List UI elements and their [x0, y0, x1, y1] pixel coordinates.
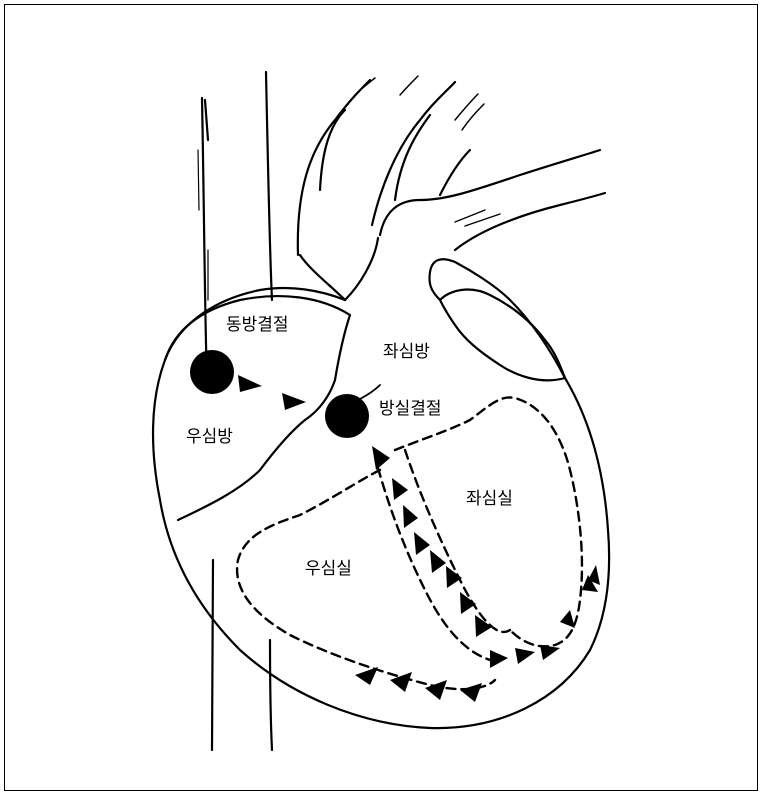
- heart-outline: [153, 259, 609, 728]
- left-atrial-appendage: [440, 290, 565, 381]
- label-av-node: 방실결절: [379, 399, 442, 419]
- av-node: [325, 394, 369, 438]
- label-right-atrium: 우심방: [186, 427, 233, 447]
- label-left-atrium: 좌심방: [383, 342, 430, 362]
- conduction-arrows: [238, 375, 600, 702]
- label-right-ventricle: 우심실: [305, 559, 352, 579]
- label-sa-node: 동방결절: [226, 315, 289, 335]
- label-left-ventricle: 좌심실: [466, 489, 513, 509]
- left-ventricle-chamber: [395, 397, 582, 646]
- vena-cava: [198, 72, 272, 750]
- great-vessels: [298, 76, 605, 300]
- sa-node: [190, 350, 234, 394]
